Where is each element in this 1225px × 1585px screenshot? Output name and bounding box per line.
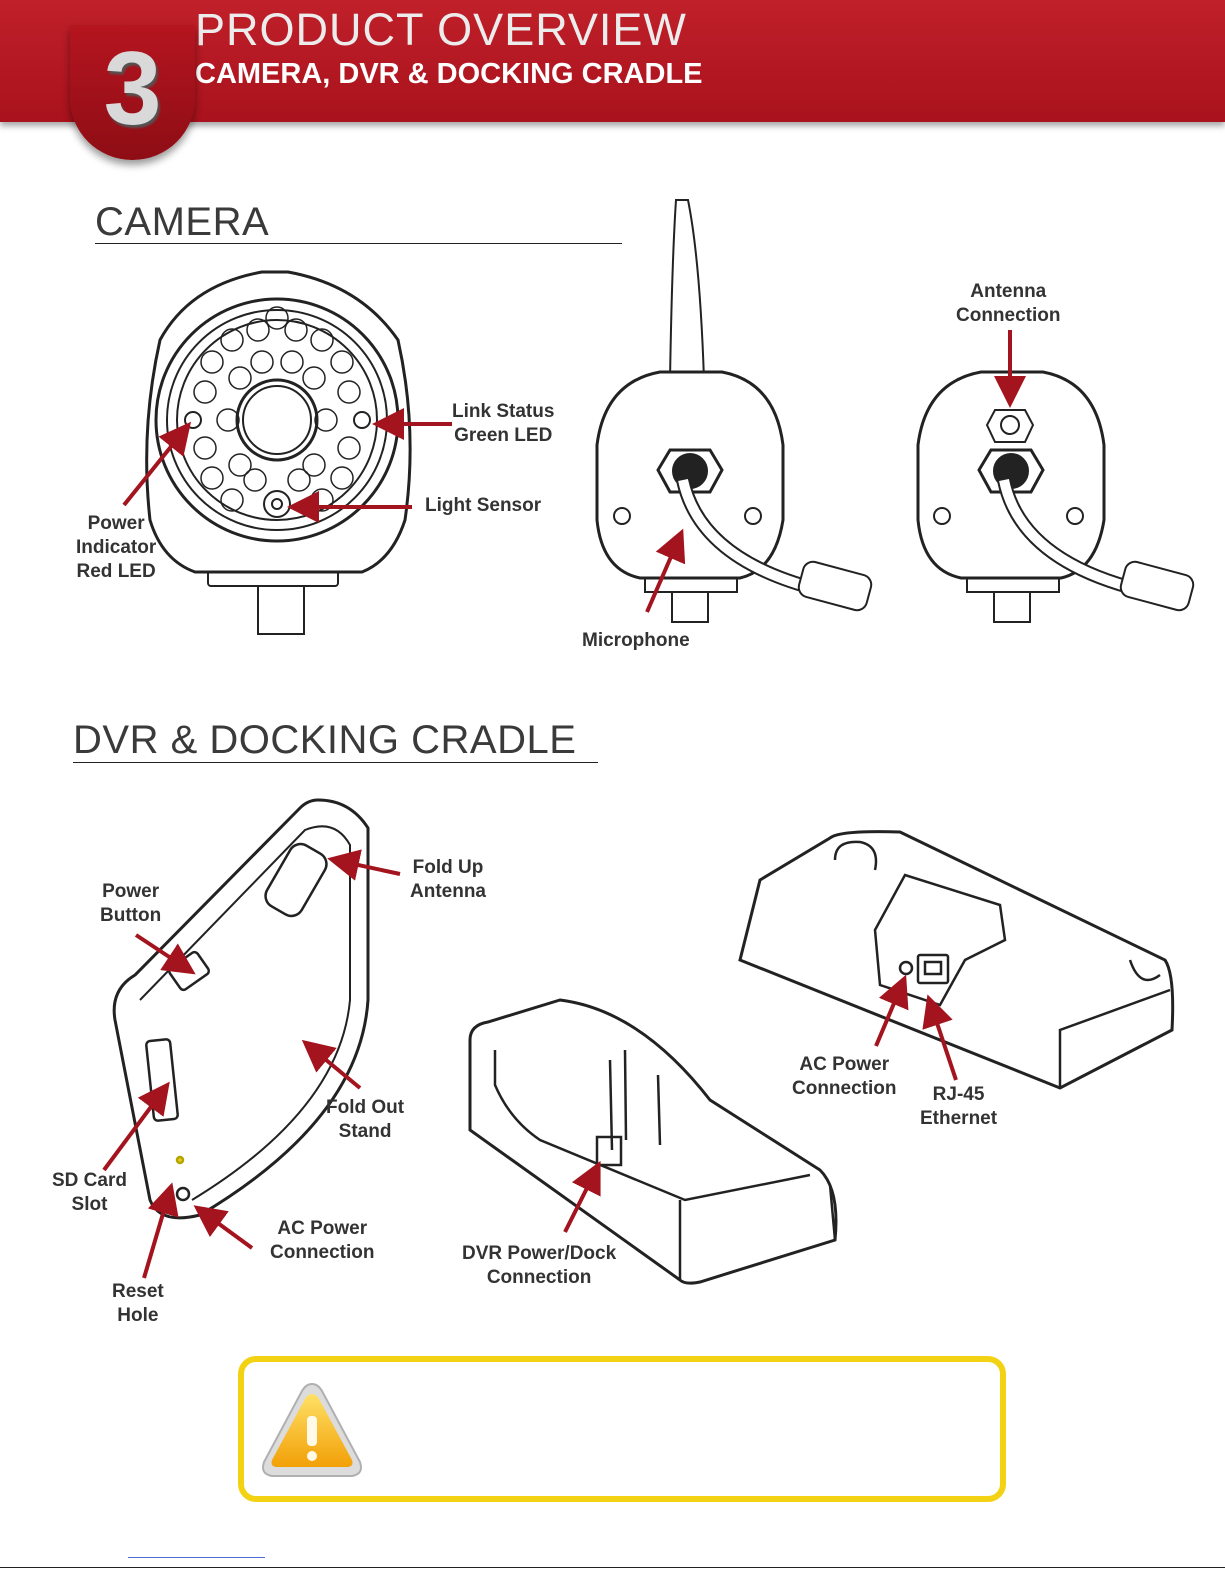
dvr-power-dock-label: DVR Power/Dock Connection <box>462 1243 617 1288</box>
camera-front-illustration <box>145 270 412 635</box>
warning-box <box>238 1356 1006 1502</box>
power-button-label: Power Button <box>100 881 162 926</box>
callout-arrows <box>102 330 1026 1279</box>
camera-heading-rule <box>95 243 622 244</box>
dvr-section-heading: DVR & DOCKING CRADLE <box>73 718 577 762</box>
dock-back-illustration <box>738 830 1175 1090</box>
fold-out-stand-label: Fold Out Stand <box>326 1097 405 1142</box>
page-title: PRODUCT OVERVIEW <box>195 4 687 55</box>
power-indicator-label: Power Indicator Red LED <box>76 513 157 582</box>
page-subtitle: CAMERA, DVR & DOCKING CRADLE <box>195 58 703 90</box>
footer-link-underline <box>128 1557 265 1558</box>
reset-hole-label: Reset Hole <box>112 1281 164 1326</box>
camera-back-connector-illustration <box>916 370 1195 623</box>
camera-back-illustration <box>595 199 873 623</box>
dock-front-illustration <box>468 998 838 1285</box>
fold-up-antenna-label: Fold Up Antenna <box>410 857 486 902</box>
link-status-label: Link Status Green LED <box>452 401 555 446</box>
camera-section-heading: CAMERA <box>95 200 270 244</box>
warning-icon <box>262 1382 362 1477</box>
section-number: 3 <box>103 31 162 147</box>
section-number-badge: 3 <box>70 25 195 160</box>
dvr-illustration <box>112 798 370 1220</box>
rj45-label: RJ-45 Ethernet <box>920 1084 998 1129</box>
light-sensor-label: Light Sensor <box>425 495 542 516</box>
antenna-connection-label: Antenna Connection <box>956 281 1061 326</box>
dvr-ac-power-label: AC Power Connection <box>270 1218 375 1263</box>
cradle-ac-power-label: AC Power Connection <box>792 1054 897 1099</box>
header-banner: PRODUCT OVERVIEW CAMERA, DVR & DOCKING C… <box>0 0 1225 122</box>
microphone-label: Microphone <box>582 630 690 651</box>
footer-rule <box>0 1567 1225 1568</box>
sd-card-slot-label: SD Card Slot <box>52 1170 127 1215</box>
dvr-heading-rule <box>73 762 598 763</box>
